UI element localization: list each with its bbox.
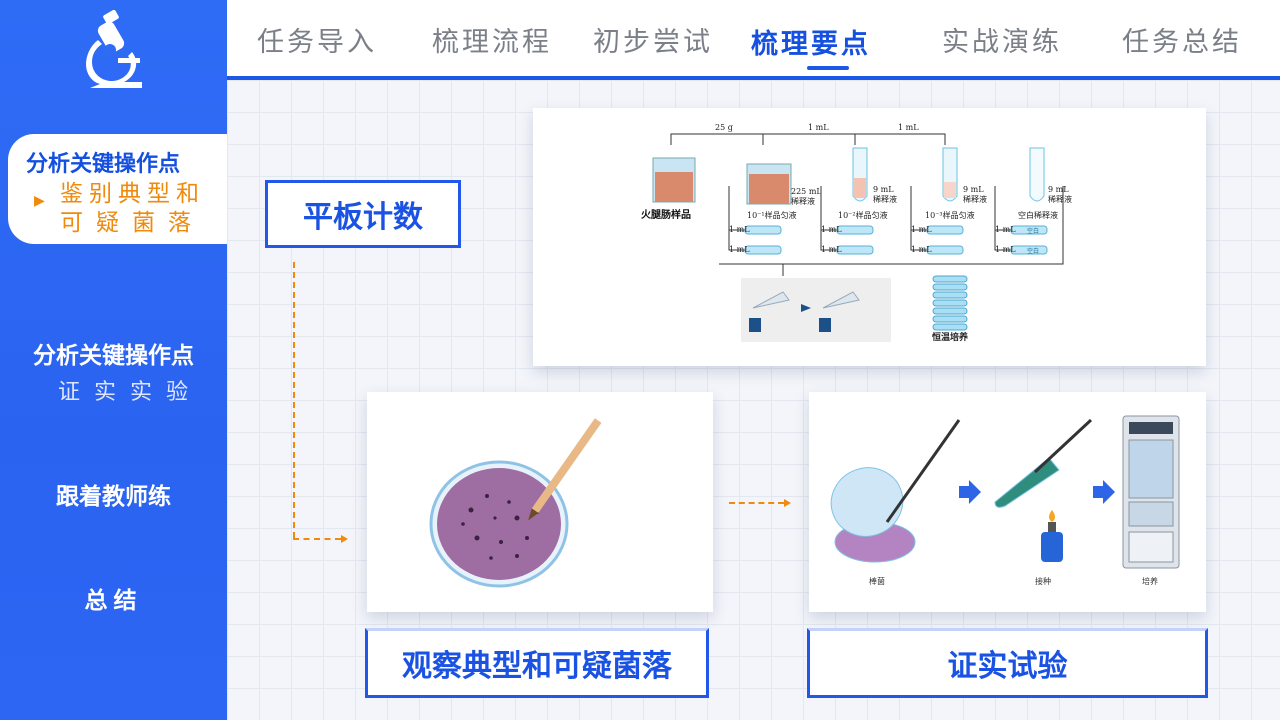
connector-arrowhead — [341, 535, 348, 543]
plate-count-text: 平板计数 — [303, 200, 423, 235]
diluent-label-4: 稀释液 — [1048, 194, 1072, 204]
active-tab-indicator — [807, 66, 849, 70]
sidebar-item-summary[interactable]: 总结 — [84, 588, 143, 614]
weight-25g: 25 g — [715, 123, 733, 132]
incubator-icon — [1122, 415, 1180, 569]
diluent-label-2: 稀释液 — [873, 194, 897, 204]
test-tube-blank — [1029, 147, 1045, 202]
sample-label: 火腿肠样品 — [641, 208, 691, 221]
transfer-1ml-a: 1 mL — [808, 123, 829, 132]
step-label-3: 培养 — [1142, 576, 1158, 586]
step-arrow-2 — [1093, 480, 1115, 504]
sidebar-item-confirm-test-sub: 证实实验 — [58, 380, 203, 405]
confirm-test-text: 证实试验 — [947, 649, 1068, 684]
tab-key-points[interactable]: 梳理要点 — [751, 29, 871, 60]
petri-dish-open-icon — [830, 419, 961, 563]
dilution-3-label: 10⁻³样品匀液 — [925, 210, 975, 220]
sidebar-item-teacher-practice[interactable]: 跟着教师练 — [56, 484, 171, 510]
pipette-1ml-5: 1 mL — [911, 225, 932, 234]
dilution-flow-diagram: 25 g 1 mL 1 mL 火腿肠样品 225 mL 稀释液 10⁻¹样品匀液… — [641, 123, 1072, 343]
test-tube-1 — [852, 147, 868, 202]
blank-tube-label-1: 空白 — [1027, 227, 1039, 235]
confirm-test-label: 证实试验 — [807, 628, 1208, 698]
confirm-test-illustration: 棒菌 接种 培养 — [830, 415, 1180, 586]
play-arrow-icon: ▶ — [34, 193, 45, 209]
sidebar-item-confirm-test[interactable]: 分析关键操作点 — [33, 343, 194, 369]
top-nav — [227, 0, 1280, 76]
connector-vertical — [293, 262, 295, 538]
microscope-icon — [86, 10, 142, 88]
inoculation-tube-icon — [994, 418, 1093, 562]
test-tube-2 — [942, 147, 958, 202]
petri-dish-card — [367, 392, 713, 612]
pipette-1ml-7: 1 mL — [995, 225, 1016, 234]
transfer-1ml-b: 1 mL — [898, 123, 919, 132]
diluent-label-3: 稀释液 — [963, 194, 987, 204]
pipette-1ml-6: 1 mL — [911, 245, 932, 254]
dilution-2-label: 10⁻²样品匀液 — [838, 210, 888, 220]
observe-colonies-text: 观察典型和可疑菌落 — [402, 649, 672, 684]
tab-summary[interactable]: 任务总结 — [1122, 27, 1242, 58]
pipette-1ml-1: 1 mL — [729, 225, 750, 234]
incubate-label: 恒温培养 — [932, 331, 968, 343]
volume-9ml-3: 9 mL — [1048, 185, 1069, 194]
pipette-1ml-8: 1 mL — [995, 245, 1016, 254]
sidebar-item-title: 分析关键操作点 — [26, 152, 181, 177]
observe-colonies-label: 观察典型和可疑菌落 — [365, 628, 709, 698]
sidebar-item-identify-colonies[interactable]: 分析关键操作点 ▶ 鉴别典型和 可疑菌落 — [8, 134, 227, 244]
pipette-1ml-2: 1 mL — [729, 245, 750, 254]
subtitle-line-2: 可疑菌落 — [60, 210, 204, 236]
connector-observe-confirm — [729, 502, 784, 504]
volume-225ml: 225 mL — [791, 187, 822, 196]
volume-9ml-1: 9 mL — [873, 185, 894, 194]
plate-count-label: 平板计数 — [265, 180, 461, 248]
connector-arrowhead-2 — [784, 499, 791, 507]
tab-first-try[interactable]: 初步尝试 — [593, 27, 713, 58]
dilution-flow-card: 25 g 1 mL 1 mL 火腿肠样品 225 mL 稀释液 10⁻¹样品匀液… — [533, 108, 1206, 366]
tab-task-intro[interactable]: 任务导入 — [257, 27, 377, 58]
dilution-1-label: 10⁻¹样品匀液 — [747, 210, 797, 220]
step-label-1: 棒菌 — [869, 576, 885, 586]
confirm-test-card: 棒菌 接种 培养 — [809, 392, 1206, 612]
volume-9ml-2: 9 mL — [963, 185, 984, 194]
connector-horizontal — [293, 538, 341, 540]
top-nav-rule — [227, 76, 1280, 80]
petri-dish-illustration — [429, 418, 602, 588]
blank-diluent-label: 空白稀释液 — [1018, 210, 1058, 220]
pencil-icon — [528, 418, 602, 521]
step-label-2: 接种 — [1035, 576, 1051, 586]
pipette-1ml-3: 1 mL — [821, 225, 842, 234]
subtitle-line-1: 鉴别典型和 — [60, 181, 205, 207]
diluent-label-1: 稀释液 — [791, 196, 815, 206]
tab-practice[interactable]: 实战演练 — [942, 27, 1062, 58]
sidebar — [0, 0, 227, 720]
pipette-1ml-4: 1 mL — [821, 245, 842, 254]
tab-sort-process[interactable]: 梳理流程 — [432, 27, 552, 58]
blank-tube-label-2: 空白 — [1027, 247, 1039, 255]
step-arrow-1 — [959, 480, 981, 504]
